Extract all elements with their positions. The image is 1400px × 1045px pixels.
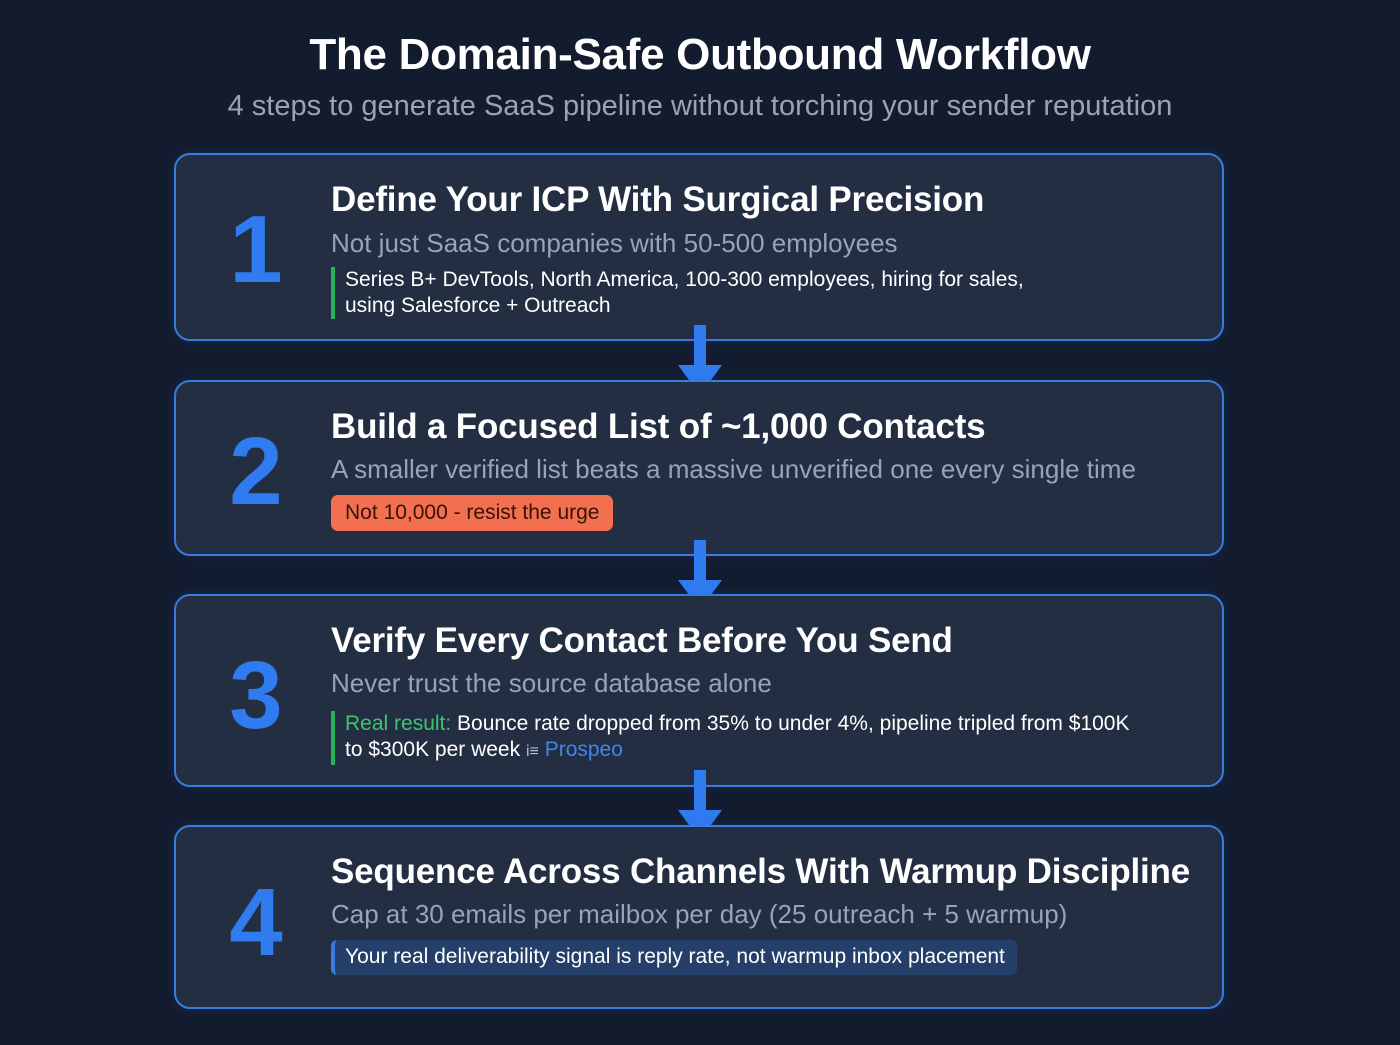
note-label: Real result:: [345, 712, 452, 735]
source-link[interactable]: Prospeo: [544, 738, 623, 761]
page-subtitle: 4 steps to generate SaaS pipeline withou…: [227, 90, 1173, 122]
step-subtitle: A smaller verified list beats a massive …: [331, 454, 1136, 484]
step-subtitle: Cap at 30 emails per mailbox per day (25…: [331, 899, 1068, 929]
step-subtitle: Never trust the source database alone: [331, 668, 772, 698]
step-number: 3: [229, 642, 283, 749]
step-number: 1: [229, 196, 283, 303]
source-icon: i≡: [525, 743, 539, 760]
step-title: Sequence Across Channels With Warmup Dis…: [331, 852, 1190, 891]
step-card-2: 2 Build a Focused List of ~1,000 Contact…: [174, 380, 1224, 556]
step-title: Verify Every Contact Before You Send: [331, 621, 953, 660]
step-card-1: 1 Define Your ICP With Surgical Precisio…: [174, 153, 1224, 341]
step-title: Build a Focused List of ~1,000 Contacts: [331, 407, 986, 446]
note-line: to $300K per week: [345, 738, 526, 761]
warning-badge: Not 10,000 - resist the urge: [331, 495, 614, 531]
page-title: The Domain-Safe Outbound Workflow: [309, 30, 1091, 79]
note-line: Bounce rate dropped from 35% to under 4%…: [451, 712, 1130, 735]
note-line: using Salesforce + Outreach: [345, 294, 611, 317]
step-subtitle: Not just SaaS companies with 50-500 empl…: [331, 228, 898, 258]
step-card-3: 3 Verify Every Contact Before You Send N…: [174, 594, 1224, 787]
step-number: 2: [229, 418, 283, 525]
step-note: Series B+ DevTools, North America, 100-3…: [331, 267, 1024, 319]
step-note: Real result: Bounce rate dropped from 35…: [331, 711, 1129, 765]
step-number: 4: [229, 869, 283, 976]
insight-note: Your real deliverability signal is reply…: [331, 940, 1017, 975]
step-title: Define Your ICP With Surgical Precision: [331, 180, 985, 219]
step-card-4: 4 Sequence Across Channels With Warmup D…: [174, 825, 1224, 1009]
note-line: Series B+ DevTools, North America, 100-3…: [345, 268, 1024, 291]
